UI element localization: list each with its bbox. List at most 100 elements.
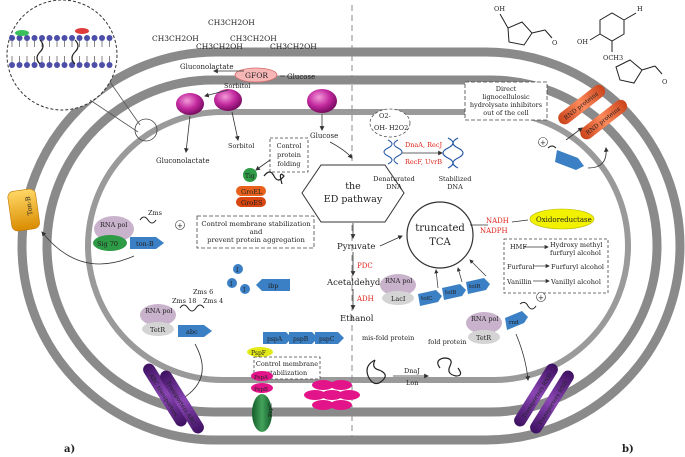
lipid-head — [39, 35, 45, 41]
pspa-protein — [330, 400, 352, 410]
groel-label: GroEL — [241, 188, 263, 196]
tetr-repressor — [142, 322, 174, 336]
lipid-head — [84, 35, 90, 41]
chem-och3-label: OCH3 — [603, 54, 623, 62]
rna-pol-label: RNA pol — [100, 221, 128, 229]
gluconolactate-bottom-label: Gluconolactate — [156, 157, 209, 165]
psp-gene-arrow — [289, 332, 318, 344]
activator-plus — [175, 220, 185, 230]
lipid-head — [99, 35, 105, 41]
zms18-label: Zms 18 — [172, 297, 196, 305]
lipid-head — [24, 35, 30, 41]
ibp-gene-arrow — [256, 279, 290, 291]
zoom-target-circle — [134, 118, 158, 142]
ibp-protein — [233, 264, 243, 274]
ethanol-molecule: CH3CH2OH — [152, 34, 199, 43]
rna-pol-label: RNA pol — [471, 315, 499, 323]
zms4-label: Zms 4 — [203, 297, 223, 305]
pyruvate-label: Pyruvate — [337, 242, 375, 252]
activator-plus — [536, 292, 546, 302]
lipid-head — [9, 62, 15, 68]
dnaj-label: DnaJ — [404, 367, 420, 375]
pspa-ring — [304, 380, 360, 410]
gfor-label: GFOR — [245, 71, 268, 80]
rnd-gene-label: rnd — [509, 320, 519, 326]
psp-gene-arrow — [315, 332, 344, 344]
rnd-transporter — [514, 363, 558, 427]
tig-label: Tig — [245, 173, 255, 180]
reaction-substrate: Furfural — [507, 263, 534, 271]
lipid-head — [9, 35, 15, 41]
ton-b-gene-label: ton-B — [136, 240, 154, 248]
rnd-gene-arrow — [555, 150, 584, 170]
ton-b-module: Ton-B RNA pol Sig 70 ton-B Zms + — [7, 188, 185, 265]
chem-o-label: O — [662, 78, 667, 86]
rna-polymerase — [140, 304, 176, 326]
lipid-bilayer-top — [9, 35, 113, 47]
pspb-label: PspB — [254, 387, 268, 393]
lipid-head — [16, 35, 23, 41]
ed-pathway-hexagon — [301, 164, 405, 223]
groel-chaperone — [236, 186, 266, 196]
ibp-module: I I I ibp — [227, 264, 290, 294]
cytoplasm-boundary — [85, 109, 631, 383]
reduction-reactions-box — [503, 238, 609, 294]
o2-label: O2- — [379, 112, 391, 120]
tol-gene-arrow — [466, 278, 490, 294]
ton-b-gene-arrow — [130, 237, 164, 249]
chemical-structures — [499, 12, 663, 84]
tetr-repressor — [468, 330, 500, 344]
ibp-i-label: I — [243, 287, 246, 294]
misfold-protein — [366, 359, 386, 385]
abc-transporter — [143, 363, 187, 427]
misfold-protein-label: mis-fold protein — [362, 334, 414, 342]
rna-pol-label: RNA pol — [145, 307, 173, 315]
lipid-head — [46, 62, 53, 68]
reaction-substrate: Vanillin — [506, 278, 532, 286]
chem-oh-label: OH — [494, 5, 505, 13]
lipid-bilayer-bottom — [9, 56, 113, 68]
membrane-zoom-inset — [6, 0, 158, 142]
lipid-head — [84, 62, 90, 68]
abc-gene-label: abc — [186, 328, 198, 336]
lipid-head — [69, 62, 75, 68]
unfolded-peptide — [263, 171, 285, 185]
ibp-protein — [227, 278, 237, 288]
gfor-enzyme — [234, 67, 278, 83]
reaction-product: Furfuryl alcohol — [551, 263, 604, 271]
ton-b-protein-label: Ton-B — [24, 196, 35, 216]
outer-membrane — [17, 47, 685, 445]
sigma70-factor — [93, 235, 127, 251]
zms-label: Zms — [148, 209, 162, 217]
lipid-head — [31, 62, 38, 68]
pspa-protein — [312, 400, 334, 410]
lipid-head — [46, 35, 53, 41]
chem-oh-label: OH — [577, 38, 588, 46]
pspb-protein — [251, 383, 273, 393]
tol-gene-label: tolC — [421, 296, 433, 302]
rnd-transporter — [530, 370, 574, 434]
ton-b-protein — [7, 188, 40, 232]
rnd-regulation-top: + — [538, 127, 609, 170]
repair-enzymes-1: DnaA, RecJ — [405, 141, 442, 149]
lipid-head — [31, 35, 38, 41]
ethanol-molecules: CH3CH2OH CH3CH2OH CH3CH2OH CH3CH2OH CH3C… — [152, 18, 317, 51]
gluconolactate-top-label: Gluconolactate — [180, 63, 233, 71]
rna-polymerase — [466, 312, 502, 334]
plus-label: + — [540, 139, 546, 147]
activator-plus — [538, 137, 548, 147]
lipid-head — [39, 62, 45, 68]
nadh-label: NADH — [486, 217, 509, 225]
denatured-dna-icon — [383, 139, 403, 165]
lipid-head — [76, 35, 83, 41]
tig-chaperone — [243, 168, 257, 182]
rna-polymerase — [380, 274, 416, 296]
h2o2-label: H2O2 — [389, 124, 408, 132]
glucose-transport: GFOR Gluconolactate Sorbitol Glucose Glu… — [156, 63, 353, 165]
lipid-head — [106, 62, 113, 68]
pspa-protein — [338, 390, 360, 400]
ethanol-label: Ethanol — [340, 314, 374, 324]
